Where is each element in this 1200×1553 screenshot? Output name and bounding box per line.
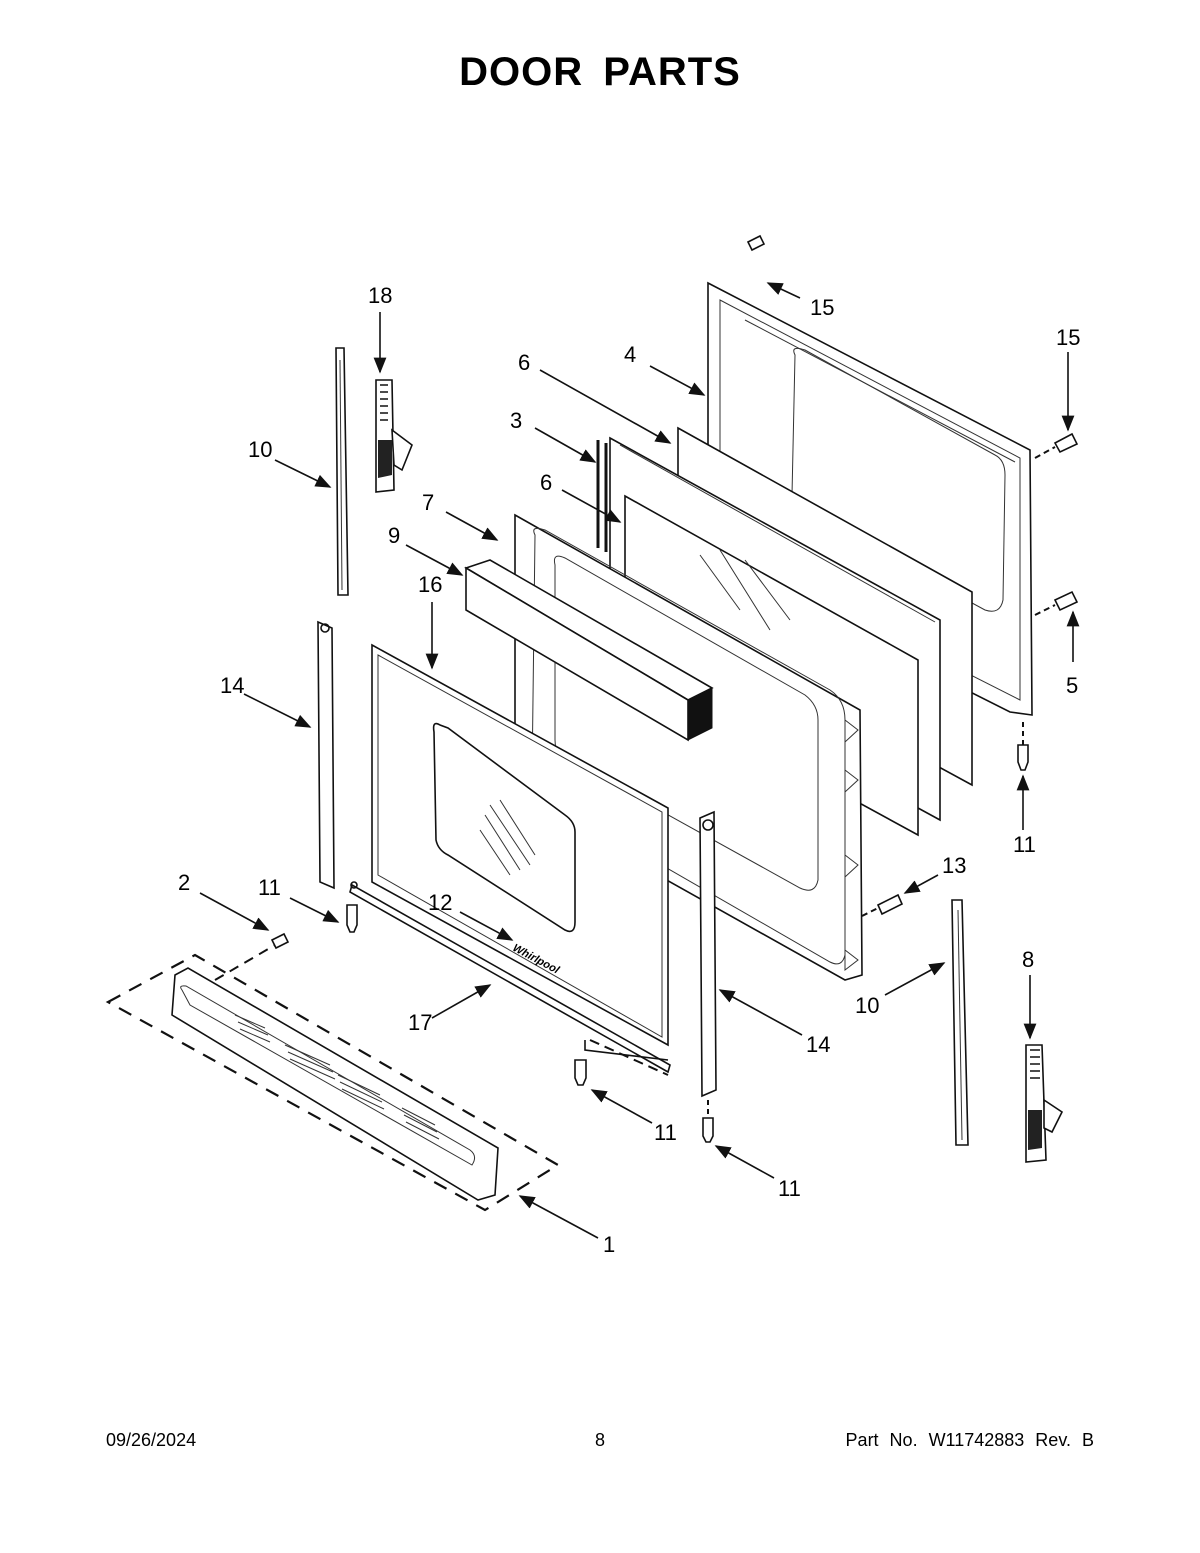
callout-17: 17 [408, 1010, 432, 1035]
callout-15-right: 15 [1056, 325, 1080, 350]
callout-5: 5 [1066, 673, 1078, 698]
callout-18: 18 [368, 283, 392, 308]
door-rail-left [335, 347, 349, 596]
screw-15-a [746, 234, 766, 252]
callout-14-right: 14 [806, 1032, 830, 1057]
insulation-block [464, 559, 714, 742]
door-hinge-right [1025, 1044, 1064, 1163]
footer-part-number: Part No. W11742883 Rev. B [845, 1430, 1094, 1450]
door-channel-right [699, 810, 717, 1098]
screw-11-c [702, 1117, 714, 1143]
callout-3: 3 [510, 408, 522, 433]
callout-8: 8 [1022, 947, 1034, 972]
callout-10-right: 10 [855, 993, 879, 1018]
callout-12: 12 [428, 890, 452, 915]
screw-15-b [1053, 432, 1079, 454]
door-trim-strip [349, 881, 671, 1076]
callout-15-top: 15 [810, 295, 834, 320]
page-title: DOOR PARTS [459, 50, 741, 94]
outer-glass-panel: Whirlpool [371, 643, 669, 1047]
screw-2 [270, 932, 290, 950]
callout-6-lower: 6 [540, 470, 552, 495]
leader-lines [199, 282, 1080, 1239]
callout-10-left: 10 [248, 437, 272, 462]
callout-4: 4 [624, 342, 636, 367]
callout-11-left: 11 [258, 875, 281, 900]
screw-11-d [1017, 744, 1029, 771]
door-channel-left [317, 620, 335, 890]
screw-13 [876, 893, 904, 916]
callout-2: 2 [178, 870, 190, 895]
callout-11-bottom-a: 11 [654, 1120, 677, 1145]
screw-11-a [346, 904, 358, 933]
handle-dashed-outline [105, 953, 561, 1212]
callout-14-left: 14 [220, 673, 244, 698]
callout-13: 13 [942, 853, 966, 878]
callout-labels: 18 10 15 15 4 6 3 6 7 9 16 14 5 11 13 2 … [178, 283, 1080, 1257]
callout-1: 1 [603, 1232, 615, 1257]
callout-9: 9 [388, 523, 400, 548]
door-handle [171, 967, 499, 1201]
callout-11-bottom-b: 11 [778, 1176, 801, 1201]
screw-11-b [574, 1059, 587, 1086]
callout-6-top: 6 [518, 350, 530, 375]
door-rail-right [951, 899, 969, 1146]
callout-16: 16 [418, 572, 442, 597]
callout-7: 7 [422, 490, 434, 515]
callout-11-right: 11 [1013, 832, 1036, 857]
door-seal-strip [596, 440, 608, 552]
door-hinge-left [375, 379, 413, 493]
footer-date: 09/26/2024 [106, 1430, 197, 1450]
footer-page-number: 8 [595, 1430, 606, 1450]
screw-5 [1053, 590, 1079, 612]
